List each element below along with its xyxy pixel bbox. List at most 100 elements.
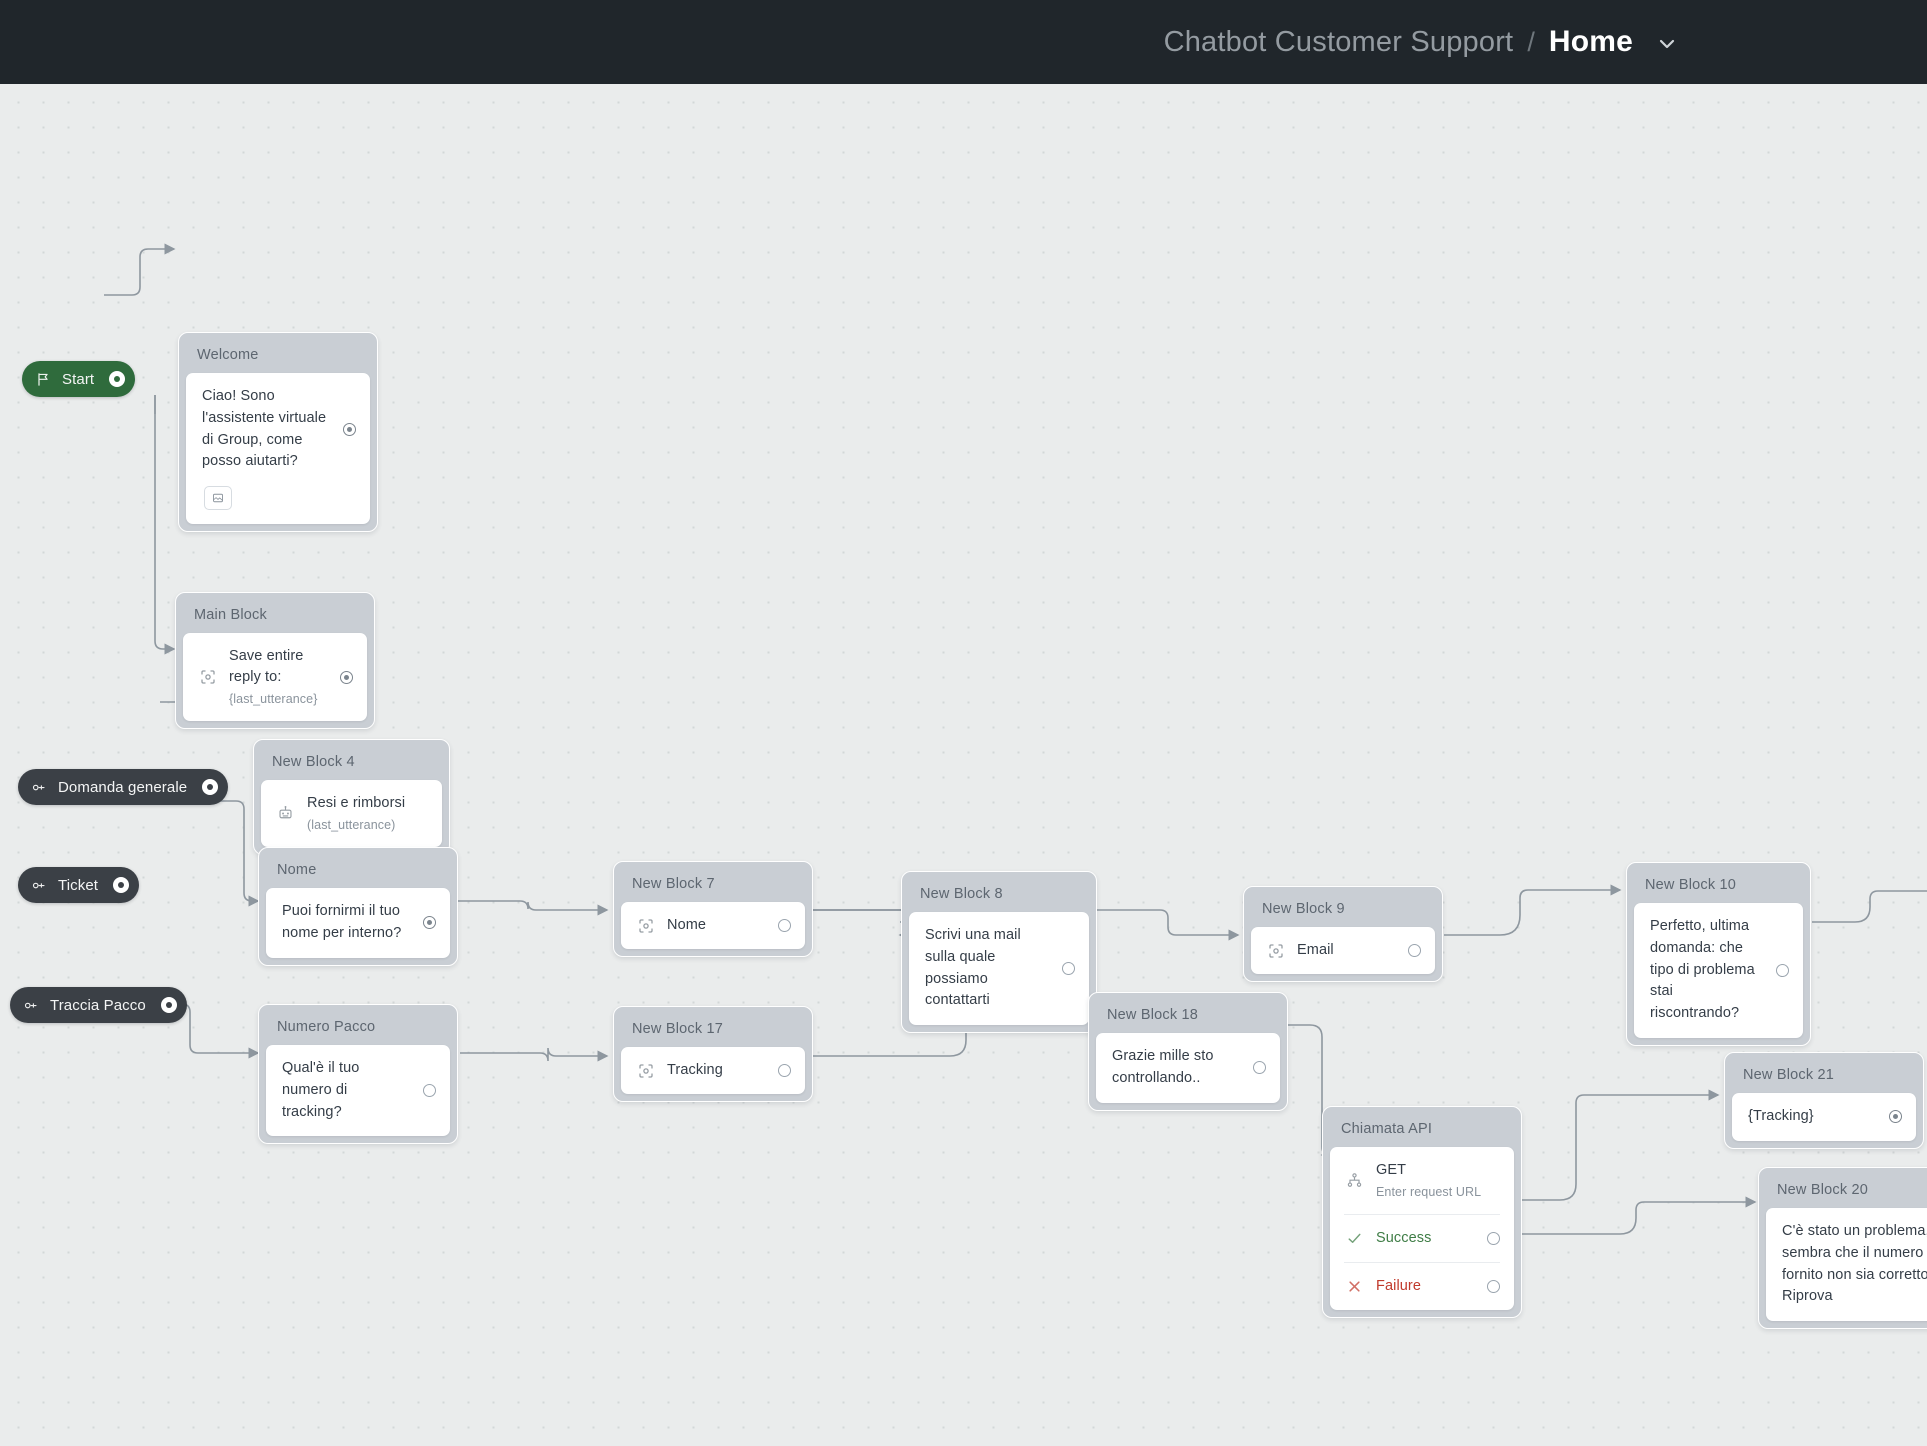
step-message[interactable]: Scrivi una mail sulla quale possiamo con… [909,912,1089,1025]
trigger-start[interactable]: Start [22,361,136,397]
block-title: New Block 8 [920,886,1003,902]
block-nome[interactable]: Nome Puoi fornirmi il tuo nome per inter… [258,847,458,966]
step-text: Perfetto, ultima domanda: che tipo di pr… [1650,918,1755,1021]
block-title: Main Block [194,607,267,623]
start-output-port[interactable] [109,371,126,387]
step-text: Email [1297,942,1334,958]
step-failure[interactable]: Failure [1330,1263,1514,1310]
chevron-down-icon[interactable] [1657,34,1677,54]
step-message[interactable]: Perfetto, ultima domanda: che tipo di pr… [1634,903,1803,1038]
block-welcome[interactable]: Welcome Ciao! Sono l'assistente virtuale… [178,332,378,532]
block-new-block-7[interactable]: New Block 7 Nome [613,861,813,958]
step-capture[interactable]: Email [1251,927,1435,974]
block-body: Nome [621,902,805,950]
step-message[interactable]: Qual'è il tuo numero di tracking? [266,1045,450,1136]
domanda-generale-output-port[interactable] [202,779,219,795]
step-output-port[interactable] [343,423,356,436]
block-new-block-18[interactable]: New Block 18 Grazie mille sto controllan… [1088,992,1288,1111]
trigger-ticket[interactable]: Ticket [18,867,140,903]
step-label: Resi e rimborsi [307,795,406,811]
block-numero-pacco[interactable]: Numero Pacco Qual'è il tuo numero di tra… [258,1004,458,1145]
block-new-block-10[interactable]: New Block 10 Perfetto, ultima domanda: c… [1626,862,1811,1046]
step-text: {Tracking} [1748,1108,1814,1124]
block-new-block-8[interactable]: New Block 8 Scrivi una mail sulla quale … [901,871,1097,1033]
step-output-port[interactable] [1062,962,1075,975]
block-new-block-9[interactable]: New Block 9 Email [1243,886,1443,983]
api-url-placeholder: Enter request URL [1376,1185,1482,1200]
divider [1344,1262,1500,1264]
breadcrumb-project[interactable]: Chatbot Customer Support [1163,25,1514,58]
block-new-block-17[interactable]: New Block 17 Tracking [613,1006,813,1103]
image-icon[interactable] [204,486,232,510]
block-title: New Block 17 [632,1021,724,1037]
step-text: Success [1376,1230,1432,1247]
block-title: New Block 7 [632,876,715,892]
step-text: Qual'è il tuo numero di tracking? [282,1060,360,1120]
trigger-domanda-generale[interactable]: Domanda generale [18,769,229,805]
step-text: Scrivi una mail sulla quale possiamo con… [925,927,1021,1009]
block-chiamata-api[interactable]: Chiamata API GET Enter request URL Succe… [1322,1106,1522,1319]
step-capture[interactable]: Nome [621,902,805,949]
block-new-block-4[interactable]: New Block 4 Resi e rimborsi (last_uttera… [253,739,450,856]
divider [1344,1214,1500,1216]
step-sublabel: (last_utterance) [307,818,396,833]
flow-canvas[interactable]: Start Domanda generale Ticket Traccia Pa… [0,84,1927,1446]
capture-icon [1267,942,1285,960]
api-icon [1346,1172,1364,1190]
step-output-port[interactable] [1408,944,1421,957]
block-title: Welcome [197,347,259,363]
step-message[interactable]: C'è stato un problema, sembra che il num… [1766,1208,1927,1321]
step-api-request[interactable]: GET Enter request URL [1330,1147,1514,1214]
block-new-block-20[interactable]: New Block 20 C'è stato un problema, semb… [1758,1167,1927,1329]
step-message[interactable]: Grazie mille sto controllando.. [1096,1033,1280,1103]
block-body: Puoi fornirmi il tuo nome per interno? [266,888,450,958]
intent-icon [24,998,39,1013]
failure-output-port[interactable] [1487,1280,1500,1294]
step-intent[interactable]: Resi e rimborsi (last_utterance) [261,780,442,847]
trigger-ticket-label: Ticket [58,876,99,894]
block-body: Resi e rimborsi (last_utterance) [261,780,442,848]
capture-icon [199,668,217,686]
step-output-port[interactable] [778,919,791,932]
breadcrumb-separator: / [1527,26,1535,57]
capture-icon [637,1062,655,1080]
block-title: Numero Pacco [277,1019,376,1035]
step-text: GET Enter request URL [1376,1160,1500,1201]
step-success[interactable]: Success [1330,1215,1514,1262]
step-message[interactable]: {Tracking} [1732,1093,1916,1141]
block-body: {Tracking} [1732,1093,1916,1141]
step-text: Grazie mille sto controllando.. [1112,1048,1214,1086]
breadcrumb-current[interactable]: Home [1548,25,1633,58]
step-message[interactable]: Ciao! Sono l'assistente virtuale di Grou… [186,373,370,486]
flag-icon [36,372,51,387]
trigger-traccia-pacco-label: Traccia Pacco [50,996,146,1014]
step-output-port[interactable] [1776,963,1789,977]
step-output-port[interactable] [1889,1110,1902,1124]
block-new-block-21[interactable]: New Block 21 {Tracking} [1724,1052,1924,1149]
step-output-port[interactable] [778,1064,791,1077]
traccia-pacco-output-port[interactable] [160,997,177,1013]
step-output-port[interactable] [423,1084,436,1098]
block-body: Email [1251,927,1435,975]
success-output-port[interactable] [1487,1232,1500,1246]
robot-icon [277,805,295,823]
block-title: New Block 18 [1107,1007,1199,1023]
breadcrumb: Chatbot Customer Support / Home [1164,25,1677,59]
block-body: Perfetto, ultima domanda: che tipo di pr… [1634,903,1803,1038]
step-text: Ciao! Sono l'assistente virtuale di Grou… [202,388,327,470]
check-icon [1346,1230,1364,1248]
step-sublabel: {last_utterance} [229,692,318,707]
step-capture[interactable]: Tracking [621,1047,805,1094]
step-output-port[interactable] [1253,1061,1266,1075]
block-title: New Block 4 [272,754,355,770]
step-message[interactable]: Puoi fornirmi il tuo nome per interno? [266,888,450,958]
block-body: Scrivi una mail sulla quale possiamo con… [909,912,1089,1025]
ticket-output-port[interactable] [113,877,130,893]
step-capture[interactable]: Save entire reply to: {last_utterance} [183,633,367,721]
block-body: Tracking [621,1047,805,1095]
step-output-port[interactable] [340,670,353,684]
step-output-port[interactable] [423,916,436,930]
block-main-block[interactable]: Main Block Save entire reply to: {last_u… [175,592,375,730]
block-title: New Block 21 [1743,1067,1835,1083]
trigger-traccia-pacco[interactable]: Traccia Pacco [10,987,187,1023]
